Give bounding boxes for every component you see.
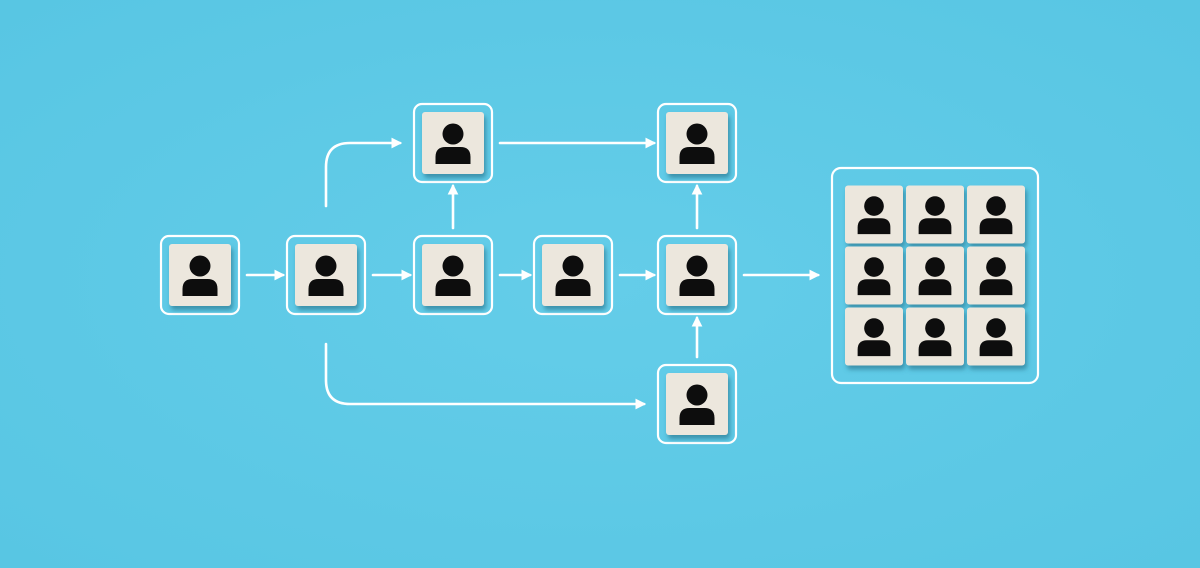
person-icon <box>857 318 891 357</box>
person-icon <box>979 257 1013 296</box>
person-icon <box>979 196 1013 235</box>
arrow-n2-to-n8 <box>324 342 647 410</box>
team-member-tile <box>845 307 903 366</box>
person-tile <box>666 244 728 306</box>
person-icon <box>918 318 952 357</box>
person-icon <box>435 123 471 164</box>
node-outline <box>412 102 494 184</box>
node-outline <box>412 234 494 316</box>
person-icon <box>857 257 891 296</box>
node-outline <box>656 102 738 184</box>
person-tile <box>422 112 484 174</box>
person-icon <box>857 196 891 235</box>
person-icon <box>679 123 715 164</box>
person-tile <box>542 244 604 306</box>
arrow-n2-to-n3 <box>324 137 403 208</box>
person-tile <box>422 244 484 306</box>
person-icon <box>679 255 715 296</box>
team-member-tile <box>967 307 1025 366</box>
person-icon <box>555 255 591 296</box>
team-member-tile <box>967 246 1025 305</box>
team-grid <box>830 166 1040 385</box>
connector-arrows <box>245 137 821 410</box>
team-member-tile <box>906 185 964 244</box>
person-node-center <box>532 234 614 316</box>
person-icon <box>435 255 471 296</box>
person-icon <box>308 255 344 296</box>
person-node-merge <box>656 234 738 316</box>
person-icon <box>182 255 218 296</box>
person-icon <box>918 257 952 296</box>
person-nodes <box>159 102 738 445</box>
person-tile <box>666 373 728 435</box>
person-node-upper-right <box>656 102 738 184</box>
person-node-middle <box>412 234 494 316</box>
person-node-bottom <box>656 363 738 445</box>
team-grid-outline <box>830 166 1040 385</box>
person-node-start <box>159 234 241 316</box>
person-icon <box>979 318 1013 357</box>
team-member-tile <box>845 185 903 244</box>
team-member-tile <box>845 246 903 305</box>
node-outline <box>656 234 738 316</box>
team-member-tile <box>906 307 964 366</box>
person-node-upper-left <box>412 102 494 184</box>
node-outline <box>285 234 367 316</box>
node-outline <box>532 234 614 316</box>
person-icon <box>918 196 952 235</box>
person-tile <box>169 244 231 306</box>
team-member-tile <box>906 246 964 305</box>
person-tile <box>295 244 357 306</box>
team-member-tile <box>967 185 1025 244</box>
node-outline <box>656 363 738 445</box>
person-tile <box>666 112 728 174</box>
person-icon <box>679 384 715 425</box>
node-outline <box>159 234 241 316</box>
person-node-split <box>285 234 367 316</box>
